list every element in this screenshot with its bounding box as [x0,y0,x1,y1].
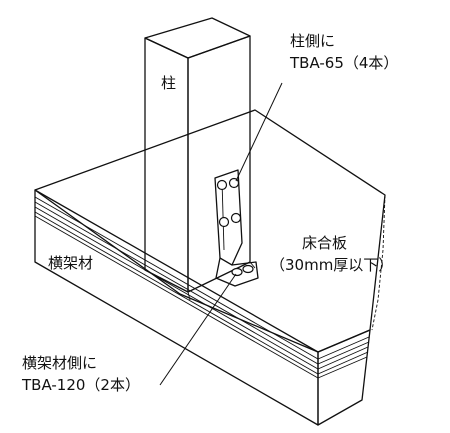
floor-label-line2: （30mm厚以下） [270,256,393,274]
post-top-face [144,17,251,59]
leader-lines [159,82,283,386]
post-nails [216,177,242,228]
post-right-face [187,35,251,293]
beam-label: 横架材 [48,254,93,272]
beam-block [34,109,386,426]
beam-side-label-line1: 横架材側に [22,354,97,372]
bracket-vertical-plate [214,169,243,266]
leader-post-nails [235,82,283,182]
bracket-base-plate [215,257,259,287]
post-side-label-line1: 柱側に [290,32,335,50]
post [144,17,256,301]
plywood-layers-side [317,336,370,379]
beam-side-label-line2: TBA-120（2本） [21,376,140,394]
post-label: 柱 [161,74,176,92]
plywood-layers-front [34,196,319,379]
post-side-label-line2: TBA-65（4本） [289,54,398,72]
floor-label-line1: 床合板 [302,234,347,252]
tba-bracket [214,169,259,287]
leader-beam-nails [159,273,237,386]
break-line [371,194,386,331]
beam-side-face [317,329,371,426]
beam-nails [231,264,254,277]
